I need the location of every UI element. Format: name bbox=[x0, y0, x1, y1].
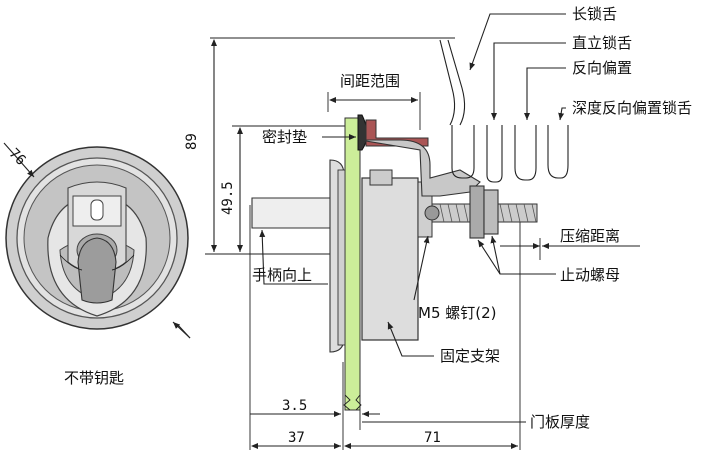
door-panel bbox=[344, 117, 361, 411]
straight-tongue-label: 直立锁舌 bbox=[572, 34, 632, 52]
handle bbox=[251, 197, 343, 229]
bracket-label: 固定支架 bbox=[440, 347, 500, 365]
screw-label: M5 螺钉(2) bbox=[418, 304, 497, 322]
front-view bbox=[5, 146, 189, 330]
spacing-range-label: 间距范围 bbox=[340, 72, 400, 90]
depth-front-dimension: 37 bbox=[288, 430, 305, 446]
long-tongue-label: 长锁舌 bbox=[572, 5, 617, 23]
no-key-label: 不带钥匙 bbox=[64, 369, 124, 387]
tongue-options bbox=[439, 39, 569, 183]
handle-up-label: 手柄向上 bbox=[252, 266, 312, 284]
deep-reverse-offset-label: 深度反向偏置锁舌 bbox=[572, 99, 692, 117]
height-total-dimension: 89 bbox=[184, 133, 200, 150]
compress-distance-label: 压缩距离 bbox=[560, 227, 620, 245]
height-center-dimension: 49.5 bbox=[220, 181, 236, 215]
depth-back-dimension: 71 bbox=[424, 430, 441, 446]
offset-dimension: 3.5 bbox=[282, 398, 307, 414]
reverse-offset-label: 反向偏置 bbox=[572, 59, 632, 77]
housing bbox=[361, 177, 419, 341]
door-thickness-label: 门板厚度 bbox=[530, 413, 590, 431]
stop-nut-label: 止动螺母 bbox=[560, 266, 620, 284]
gasket-label: 密封垫 bbox=[262, 128, 307, 146]
